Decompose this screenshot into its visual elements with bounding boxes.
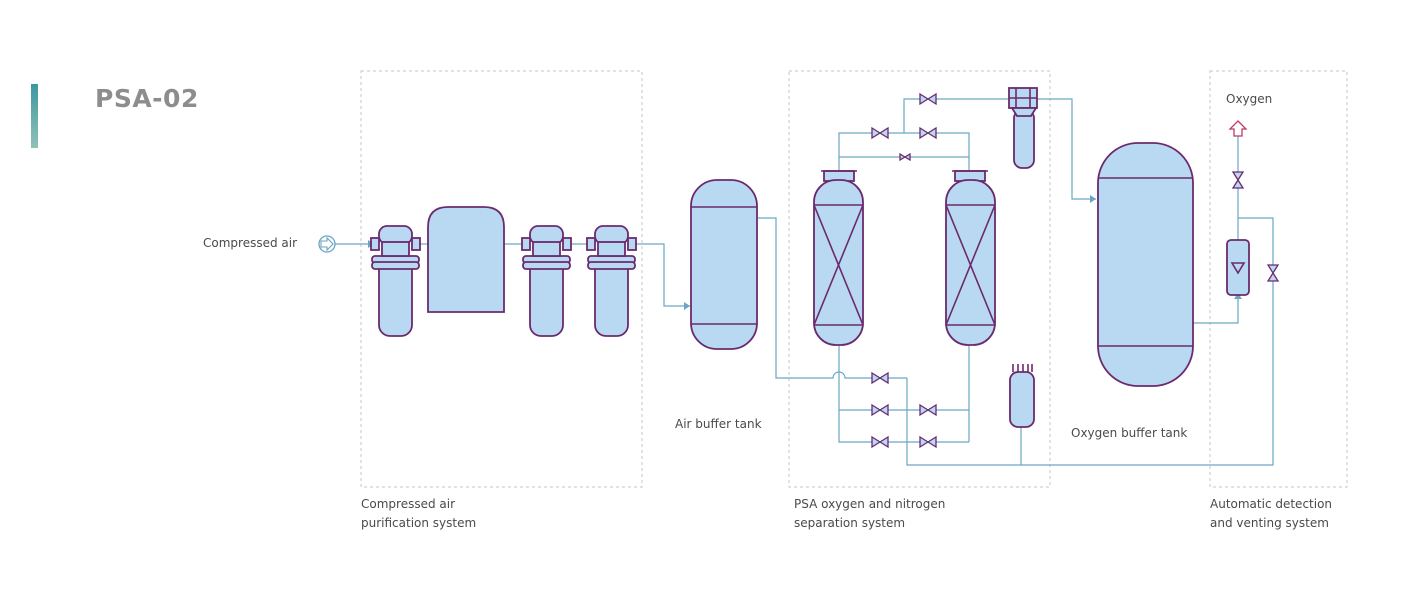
compressed-air-label: Compressed air — [203, 236, 298, 250]
oxygen-filter — [1008, 87, 1038, 169]
detection-system-label-line1: Automatic detection — [1210, 497, 1333, 511]
adsorption-tower-a — [813, 170, 864, 346]
psa-valves — [871, 93, 937, 448]
detection-system-box — [1209, 70, 1348, 488]
flow-arrow — [684, 302, 690, 310]
psa-system-label: PSA oxygen and nitrogen separation syste… — [794, 495, 945, 533]
purification-system-label-line1: Compressed air — [361, 497, 456, 511]
purification-system-label-line2: purification system — [361, 516, 477, 530]
oxygen-buffer-tank-label: Oxygen buffer tank — [1071, 426, 1188, 440]
oxygen-outlet-arrow-icon — [1228, 120, 1248, 137]
adsorption-tower-b — [945, 170, 996, 346]
pipelines — [335, 98, 1274, 466]
flow-meter — [1226, 239, 1250, 296]
filter-1 — [370, 225, 421, 337]
silencer — [1009, 364, 1035, 428]
flow-arrow — [1090, 195, 1096, 203]
air-buffer-tank — [690, 179, 758, 350]
dryer-unit — [427, 206, 505, 313]
oxygen-buffer-tank — [1097, 142, 1194, 387]
purification-system-label: Compressed air purification system — [361, 495, 476, 533]
psa-system-label-line1: PSA oxygen and nitrogen — [794, 497, 946, 511]
title-accent-bar — [31, 84, 38, 148]
oxygen-label: Oxygen — [1226, 92, 1273, 106]
filter-3 — [586, 225, 637, 337]
psa-system-box — [788, 70, 1051, 488]
page-title: PSA-02 — [95, 84, 199, 113]
detection-system-label: Automatic detection and venting system — [1210, 495, 1332, 533]
detection-system-label-line2: and venting system — [1210, 516, 1329, 530]
purification-system-box — [360, 70, 643, 488]
air-buffer-tank-label: Air buffer tank — [675, 417, 762, 431]
psa-system-label-line2: separation system — [794, 516, 906, 530]
flow-arrow — [1234, 293, 1242, 299]
filter-2 — [521, 225, 572, 337]
compressed-air-inlet-icon — [318, 235, 336, 253]
